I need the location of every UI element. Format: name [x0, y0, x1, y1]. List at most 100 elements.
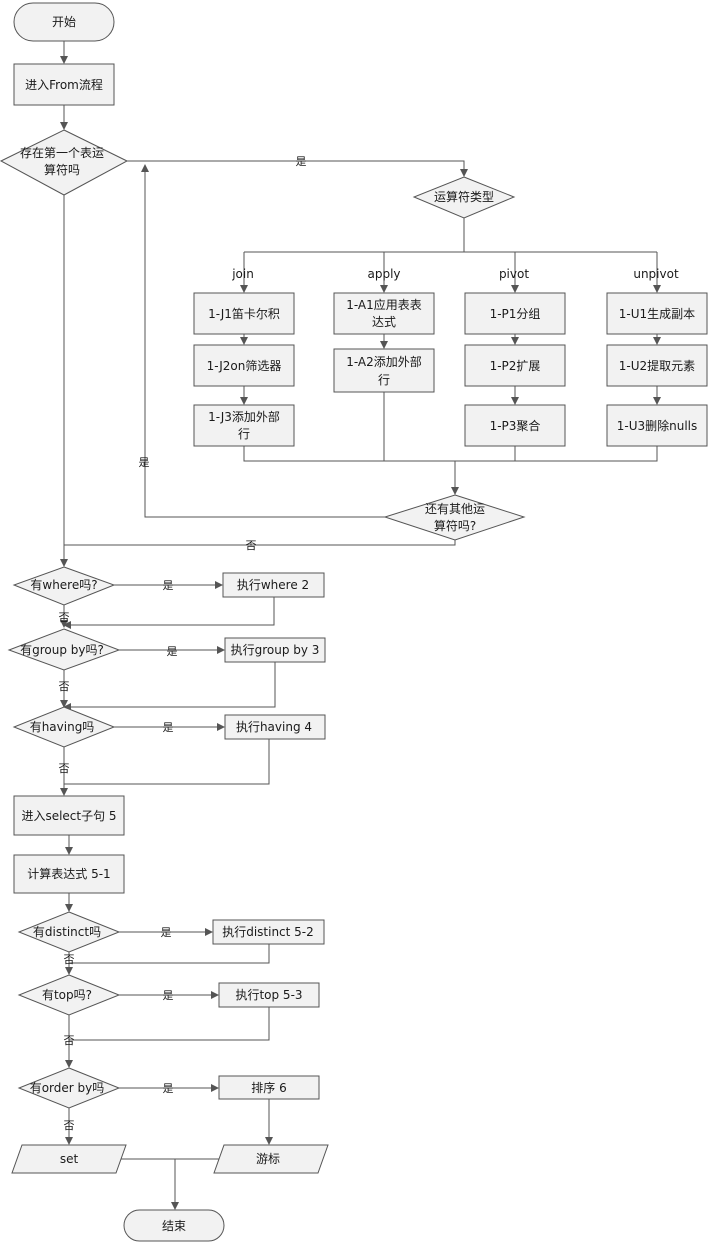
- u2-node: 1-U2提取元素: [606, 344, 708, 387]
- cursor-node: 游标: [213, 1144, 329, 1174]
- a1-line1: 1-A1应用表表: [346, 297, 422, 312]
- set-label: set: [60, 1152, 79, 1166]
- exec-top-label: 执行top 5-3: [235, 988, 302, 1002]
- label-yes-order: 是: [163, 1082, 174, 1095]
- exec-where-node: 执行where 2: [222, 572, 325, 598]
- j2-label: 1-J2on筛选器: [207, 358, 282, 373]
- exec-distinct-node: 执行distinct 5-2: [212, 919, 325, 945]
- p1-node: 1-P1分组: [464, 292, 566, 335]
- edge-execgroup-back: [63, 662, 276, 711]
- p1-label: 1-P1分组: [490, 307, 541, 321]
- has-order-decision: 有order by吗: [17, 1067, 121, 1109]
- enter-from-node: 进入From流程: [13, 63, 115, 106]
- p3-node: 1-P3聚合: [464, 404, 566, 447]
- has-first-op-line2: 算符吗: [44, 162, 80, 177]
- a2-line1: 1-A2添加外部: [346, 354, 422, 369]
- j3-line1: 1-J3添加外部: [208, 409, 280, 424]
- label-yes-top: 是: [163, 989, 174, 1002]
- sort-label: 排序 6: [251, 1080, 286, 1095]
- exec-where-label: 执行where 2: [237, 578, 309, 592]
- op-type-decision: 运算符类型: [412, 176, 516, 219]
- j3-line2: 行: [238, 427, 250, 441]
- has-order-label: 有order by吗: [30, 1081, 105, 1095]
- label-yes-where: 是: [163, 579, 174, 592]
- edge-labels: 是 是 否 是 否 是 否 是 否 是 否 是 否 是 否 join apply…: [59, 155, 679, 1132]
- edge-firstop-yes: [127, 160, 468, 177]
- start-node: 开始: [13, 2, 115, 42]
- exec-distinct-label: 执行distinct 5-2: [222, 925, 314, 939]
- label-yes-firstop: 是: [296, 155, 307, 168]
- exec-top-node: 执行top 5-3: [218, 982, 320, 1008]
- enter-select-node: 进入select子句 5: [13, 795, 125, 836]
- p2-node: 1-P2扩展: [464, 344, 566, 387]
- label-no-more: 否: [246, 539, 257, 552]
- j1-label: 1-J1笛卡尔积: [208, 306, 280, 321]
- j1-node: 1-J1笛卡尔积: [193, 292, 295, 335]
- end-label: 结束: [162, 1219, 186, 1233]
- a1-node: 1-A1应用表表 达式: [333, 292, 435, 335]
- start-label: 开始: [52, 15, 76, 29]
- sort-node: 排序 6: [218, 1075, 320, 1100]
- end-node: 结束: [123, 1209, 225, 1242]
- j2-node: 1-J2on筛选器: [193, 344, 295, 387]
- exec-having-label: 执行having 4: [236, 720, 312, 734]
- edge-merge-bus: [243, 446, 658, 462]
- more-ops-decision: 还有其他运 算符吗?: [383, 494, 526, 541]
- has-group-decision: 有group by吗?: [7, 628, 121, 671]
- has-distinct-label: 有distinct吗: [33, 925, 101, 939]
- label-no-group: 否: [59, 680, 70, 693]
- connectors: [60, 41, 661, 1210]
- u1-node: 1-U1生成副本: [606, 292, 708, 335]
- has-where-label: 有where吗?: [30, 578, 97, 592]
- edge-execdistinct-back: [69, 944, 270, 964]
- label-no-order: 否: [64, 1119, 75, 1132]
- j3-node: 1-J3添加外部 行: [193, 404, 295, 447]
- has-top-decision: 有top吗?: [17, 974, 121, 1016]
- edge-more-yes-loop: [141, 164, 385, 518]
- calc-expr-label: 计算表达式 5-1: [27, 866, 110, 881]
- has-having-decision: 有having吗: [12, 706, 116, 748]
- enter-select-label: 进入select子句 5: [21, 809, 116, 823]
- branch-join: join: [231, 267, 254, 281]
- a2-line2: 行: [378, 373, 390, 387]
- edge-execwhere-back: [63, 597, 275, 629]
- op-type-label: 运算符类型: [434, 189, 494, 204]
- u1-label: 1-U1生成副本: [619, 307, 695, 321]
- cursor-label: 游标: [256, 1152, 280, 1166]
- has-group-label: 有group by吗?: [20, 643, 104, 657]
- p3-label: 1-P3聚合: [490, 418, 541, 433]
- has-having-label: 有having吗: [30, 720, 95, 734]
- more-ops-line1: 还有其他运: [425, 502, 485, 516]
- has-where-decision: 有where吗?: [12, 566, 116, 606]
- u2-label: 1-U2提取元素: [619, 358, 695, 373]
- enter-from-label: 进入From流程: [25, 77, 103, 92]
- label-yes-more: 是: [139, 456, 150, 469]
- has-top-label: 有top吗?: [42, 988, 92, 1002]
- branch-pivot: pivot: [499, 267, 529, 281]
- edge-exectop-back: [69, 1007, 270, 1041]
- has-distinct-decision: 有distinct吗: [17, 911, 121, 953]
- exec-group-node: 执行group by 3: [224, 637, 326, 663]
- exec-group-label: 执行group by 3: [231, 643, 320, 657]
- label-no-top: 否: [64, 1034, 75, 1047]
- p2-label: 1-P2扩展: [490, 359, 541, 373]
- set-node: set: [11, 1144, 127, 1174]
- edge-exechaving-back: [64, 739, 270, 785]
- more-ops-line2: 算符吗?: [434, 518, 476, 533]
- label-yes-having: 是: [163, 721, 174, 734]
- a2-node: 1-A2添加外部 行: [333, 348, 435, 393]
- label-no-distinct: 否: [64, 953, 75, 966]
- edge-more-no: [64, 540, 456, 546]
- label-no-where: 否: [59, 611, 70, 624]
- has-first-op-decision: 存在第一个表运 算符吗: [0, 129, 129, 196]
- label-no-having: 否: [59, 762, 70, 775]
- a1-line2: 达式: [372, 315, 396, 329]
- u3-label: 1-U3删除nulls: [617, 418, 698, 433]
- branch-unpivot: unpivot: [633, 267, 679, 281]
- has-first-op-line1: 存在第一个表运: [20, 146, 104, 160]
- exec-having-node: 执行having 4: [224, 714, 326, 740]
- calc-expr-node: 计算表达式 5-1: [13, 854, 125, 894]
- branch-apply: apply: [367, 267, 400, 281]
- u3-node: 1-U3删除nulls: [606, 404, 708, 447]
